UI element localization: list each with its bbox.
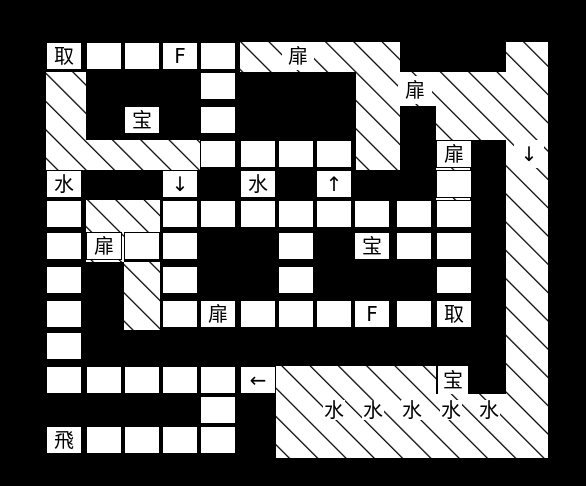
tile-r8-c0 — [46, 300, 82, 328]
tile-r8-c5 — [240, 300, 276, 328]
tile-r5-c7 — [316, 200, 352, 228]
tile-r5-c10 — [436, 200, 472, 228]
tile-r12-c4 — [200, 426, 236, 454]
label-water: 水 — [478, 398, 500, 422]
tile-r10-c1 — [86, 366, 122, 394]
tile-r5-c5 — [240, 200, 276, 228]
tile-r6-c10 — [436, 232, 472, 260]
tile-r7-c6 — [278, 266, 314, 294]
tile-r10-c2 — [124, 366, 160, 394]
tile-r3-c5 — [240, 140, 276, 168]
label-floor: F — [174, 44, 186, 68]
tile-r6-c3 — [162, 232, 198, 260]
label-water: 水 — [248, 172, 268, 196]
label-water: 水 — [323, 398, 345, 422]
tile-r6-c0 — [46, 232, 82, 260]
tile-r8-c10 — [436, 300, 472, 328]
tile-r8-c9 — [396, 300, 432, 328]
label-pickup: 取 — [444, 302, 464, 326]
tile-r3-c10 — [436, 140, 472, 168]
label-arrow-down: ↓ — [171, 172, 189, 196]
tile-r0-c2 — [124, 42, 160, 70]
tile-r8-c8 — [354, 300, 390, 328]
tile-r4-c3 — [162, 170, 198, 198]
hatch-right — [356, 42, 548, 394]
label-water: 水 — [54, 172, 74, 196]
tile-r10-c0 — [46, 366, 82, 394]
label-treasure: 宝 — [438, 366, 468, 394]
tile-r2-c4 — [200, 106, 236, 134]
tile-r3-c4 — [200, 140, 236, 168]
tile-r12-c1 — [86, 426, 122, 454]
label-water: 水 — [401, 398, 423, 422]
tile-r10-c3 — [162, 366, 198, 394]
tile-r5-c6 — [278, 200, 314, 228]
label-water: 水 — [362, 398, 384, 422]
tile-r0-c1 — [86, 42, 122, 70]
hatch-left-mid — [124, 262, 160, 330]
tile-r4-c0 — [46, 170, 82, 198]
tile-r5-c3 — [162, 200, 198, 228]
label-treasure: 宝 — [362, 234, 382, 258]
label-treasure: 宝 — [132, 108, 152, 132]
label-door: 扉 — [444, 142, 464, 166]
hatch-right-column — [506, 140, 548, 394]
label-warp: 飛 — [54, 428, 74, 452]
label-pickup: 取 — [54, 44, 74, 68]
label-arrow-left: ← — [249, 368, 267, 392]
tile-r1-c4 — [200, 72, 236, 100]
label-door: 扉 — [94, 234, 114, 258]
label-door: 扉 — [208, 302, 228, 326]
tile-r7-c0 — [46, 266, 82, 294]
tile-r12-c2 — [124, 426, 160, 454]
tile-r2-c2 — [124, 106, 160, 134]
tile-r5-c0 — [46, 200, 82, 228]
tile-r6-c9 — [396, 232, 432, 260]
tile-r7-c10 — [436, 266, 472, 294]
label-door: 扉 — [282, 42, 314, 70]
tile-r4-c10 — [436, 170, 472, 198]
tile-r10-c4 — [200, 366, 236, 394]
tile-r5-c9 — [396, 200, 432, 228]
tile-r3-c7 — [316, 140, 352, 168]
tile-r6-c1 — [86, 232, 122, 260]
tile-r8-c7 — [316, 300, 352, 328]
tile-r7-c3 — [162, 266, 198, 294]
tile-r6-c8 — [354, 232, 390, 260]
tile-r4-c5 — [240, 170, 276, 198]
tile-r11-c4 — [200, 396, 236, 424]
tile-r0-c0 — [46, 42, 82, 70]
label-door: 扉 — [398, 76, 432, 104]
hatch-top-left — [46, 72, 200, 170]
tile-r8-c6 — [278, 300, 314, 328]
tile-r4-c7 — [316, 170, 352, 198]
tile-r6-c6 — [278, 232, 314, 260]
tile-r9-c0 — [46, 332, 82, 360]
tile-r6-c2 — [124, 232, 160, 260]
label-arrow-up: ↑ — [325, 172, 343, 196]
tile-r10-c5 — [240, 366, 276, 394]
label-arrow-down: ↓ — [514, 140, 544, 168]
tile-r5-c4 — [200, 200, 236, 228]
tile-r12-c0 — [46, 426, 82, 454]
tile-r12-c3 — [162, 426, 198, 454]
label-floor: F — [366, 302, 378, 326]
tile-r8-c4 — [200, 300, 236, 328]
tile-r8-c3 — [162, 300, 198, 328]
tile-r0-c3 — [162, 42, 198, 70]
tile-r0-c4 — [200, 42, 236, 70]
tile-r3-c6 — [278, 140, 314, 168]
label-water: 水 — [440, 398, 462, 422]
tile-r5-c8 — [354, 200, 390, 228]
